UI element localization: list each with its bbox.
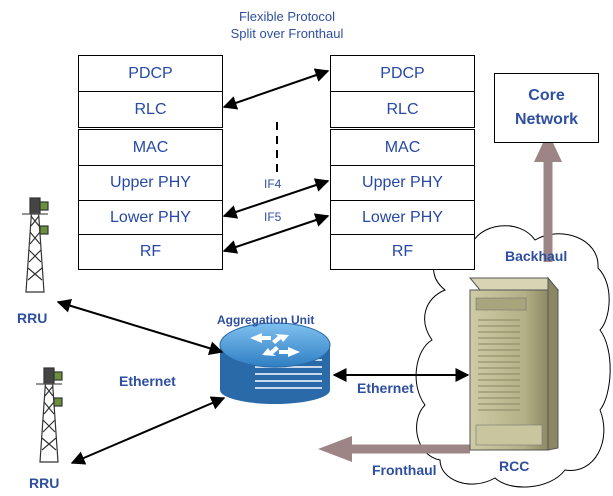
if4-arrow bbox=[222, 178, 330, 219]
left-layer-rf: RF bbox=[78, 234, 223, 270]
rcc-label: RCC bbox=[499, 458, 530, 474]
rru-tower-bottom-icon bbox=[36, 367, 63, 463]
if5-arrow bbox=[222, 213, 330, 254]
core-network-box: Core Network bbox=[494, 73, 599, 143]
core-network-line-1: Core bbox=[528, 87, 565, 104]
right-layer-rf: RF bbox=[330, 234, 475, 270]
right-layer-pdcp: PDCP bbox=[330, 55, 475, 92]
ethernet-link-top bbox=[56, 298, 224, 356]
pdcp-rlc-arrow bbox=[222, 68, 330, 110]
title-line-2: Split over Fronthaul bbox=[230, 26, 344, 41]
backhaul-label: Backhaul bbox=[505, 248, 568, 264]
rru-tower-top-icon bbox=[22, 197, 49, 293]
aggregation-router-icon bbox=[219, 322, 331, 404]
ethernet-link-bottom bbox=[70, 396, 226, 465]
ethernet-right-label: Ethernet bbox=[357, 380, 414, 396]
left-layer-mac: MAC bbox=[78, 129, 223, 166]
right-layer-rlc: RLC bbox=[330, 91, 475, 128]
left-layer-lower-phy: Lower PHY bbox=[78, 200, 223, 235]
right-layer-upper-phy: Upper PHY bbox=[330, 165, 475, 201]
core-network-line-2: Network bbox=[514, 111, 579, 128]
diagram-title: Flexible Protocol Split over Fronthaul bbox=[187, 8, 387, 42]
if4-label: IF4 bbox=[264, 177, 282, 191]
right-layer-lower-phy: Lower PHY bbox=[330, 200, 475, 235]
aggregation-unit-label: Aggregation Unit bbox=[217, 313, 315, 327]
rru-bottom-label: RRU bbox=[29, 475, 60, 491]
title-line-1: Flexible Protocol bbox=[238, 9, 336, 24]
rcc-server-icon bbox=[468, 276, 560, 451]
if5-label: IF5 bbox=[264, 210, 282, 224]
fronthaul-label: Fronthaul bbox=[372, 462, 437, 478]
left-layer-pdcp: PDCP bbox=[78, 55, 223, 92]
left-layer-rlc: RLC bbox=[78, 91, 223, 128]
rru-top-label: RRU bbox=[17, 310, 48, 326]
left-layer-upper-phy: Upper PHY bbox=[78, 165, 223, 201]
right-layer-mac: MAC bbox=[330, 129, 475, 166]
ethernet-left-label: Ethernet bbox=[119, 373, 176, 389]
